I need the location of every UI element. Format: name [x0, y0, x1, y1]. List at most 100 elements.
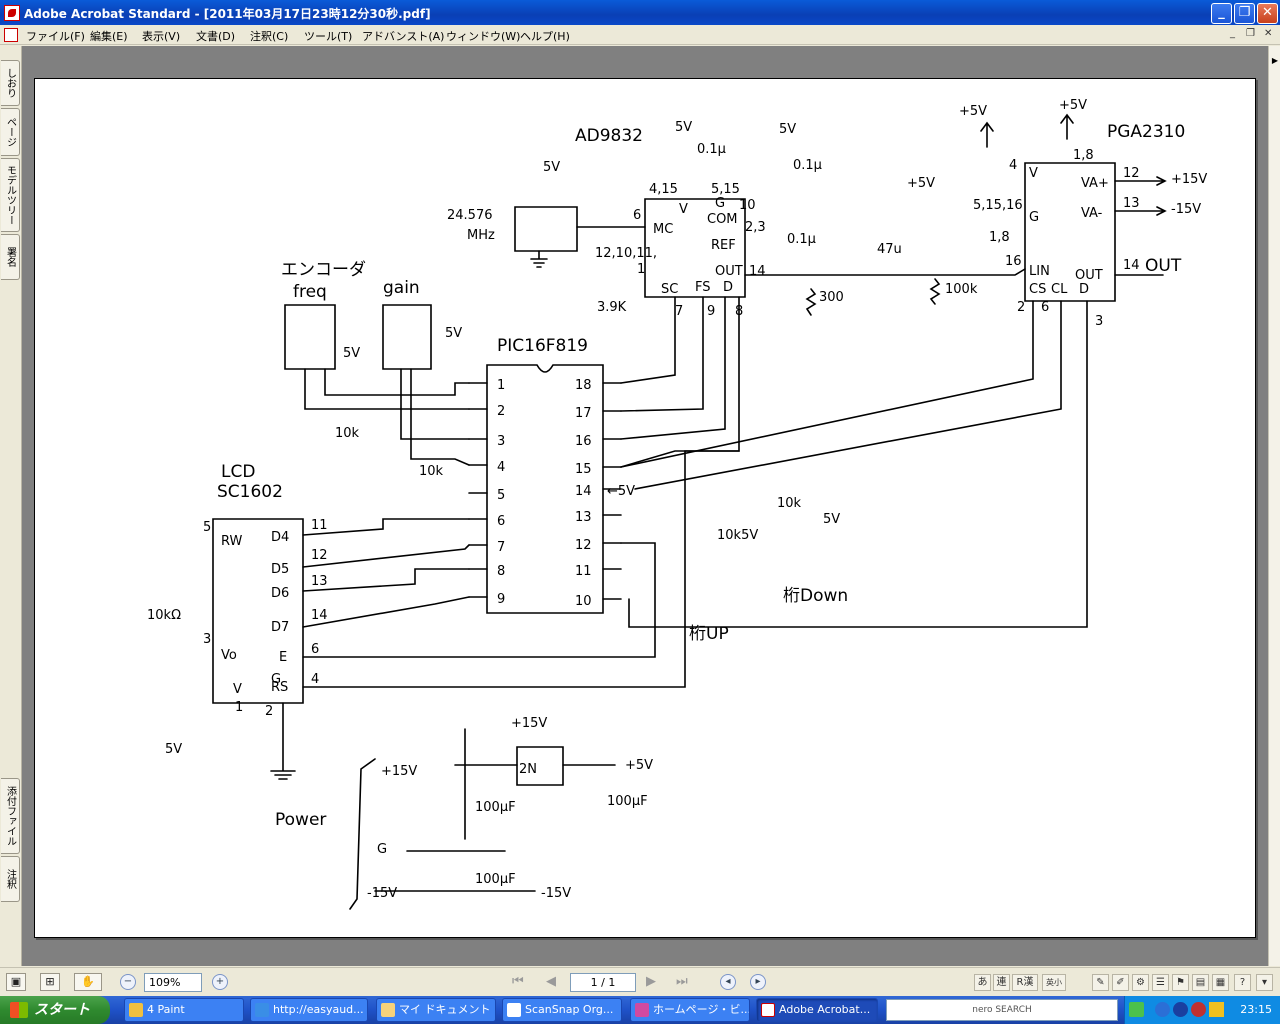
lcd-pin-number: 14 [311, 608, 328, 623]
nero-search-box[interactable]: nero SEARCH [886, 999, 1118, 1021]
menu-file[interactable]: ファイル(F) [26, 30, 85, 43]
power-plus15-label: +15V [381, 764, 417, 779]
go-arrow-icon[interactable] [1129, 1002, 1144, 1017]
zoom-out-icon[interactable]: − [120, 974, 136, 990]
tab-model-tree[interactable]: モデルツリー [1, 158, 20, 232]
freq-label: freq [293, 282, 327, 302]
lcd-pin: G [271, 672, 281, 687]
lcd-pin-number: 1 [235, 700, 243, 715]
taskbar-item-scansnap[interactable]: ScanSnap Org... [502, 998, 622, 1022]
pga-pin-number: 5,15,16 [973, 198, 1023, 213]
taskbar-item-homepage[interactable]: ホームページ・ビ... [630, 998, 750, 1022]
ime-menu-icon[interactable]: ▾ [1256, 974, 1273, 991]
res-300-label: 300 [819, 290, 844, 305]
page-number-field[interactable]: 1 / 1 [570, 973, 636, 992]
menu-comments[interactable]: 注釈(C) [250, 30, 289, 43]
ime-pad-icon[interactable]: ✎ [1092, 974, 1109, 991]
next-view-icon[interactable]: ▸ [750, 974, 766, 990]
pic-pin-number: 17 [575, 406, 592, 421]
pic-pin-number: 14 [575, 484, 592, 499]
document-viewport[interactable]: AD9832 PGA2310 PIC16F819 LCD SC1602 24.5… [22, 46, 1268, 966]
clock[interactable]: 23:15 [1240, 1003, 1272, 1016]
ad9832-label: AD9832 [575, 126, 643, 146]
taskbar-item-label: ScanSnap Org... [525, 1003, 614, 1016]
zoom-field[interactable]: 109% [144, 973, 202, 992]
pdf-page[interactable]: AD9832 PGA2310 PIC16F819 LCD SC1602 24.5… [34, 78, 1256, 938]
pga-pin-number: 16 [1005, 254, 1022, 269]
next-page-icon[interactable]: ▶ [646, 974, 656, 989]
taskbar-item-paint[interactable]: 4 Paint [124, 998, 244, 1022]
tab-attachments[interactable]: 添付ファイル [1, 778, 20, 854]
fit-page-icon[interactable]: ⊞ [40, 973, 60, 991]
ad-pin-number: 6 [633, 208, 641, 223]
start-button[interactable]: スタート [0, 996, 110, 1024]
ad-pin: COM [707, 212, 738, 227]
first-page-icon[interactable]: ⏮ [512, 974, 524, 989]
tab-signatures[interactable]: 署名 [1, 234, 20, 280]
warning-icon[interactable] [1209, 1002, 1224, 1017]
lcd-pin: Vo [221, 648, 237, 663]
scroll-right-arrow[interactable]: ▶ [1271, 56, 1279, 65]
zoom-in-icon[interactable]: + [212, 974, 228, 990]
minimize-button[interactable]: _ [1211, 3, 1232, 24]
title-bar[interactable]: Adobe Acrobat Standard - [2011年03月17日23時… [0, 0, 1280, 25]
menu-advanced[interactable]: アドバンスト(A) [362, 30, 445, 43]
digit-down-label: 桁Down [783, 586, 848, 606]
pga2310-label: PGA2310 [1107, 122, 1185, 142]
pga-pin: LIN [1029, 264, 1050, 279]
last-page-icon[interactable]: ⏭ [676, 974, 688, 989]
document-icon[interactable] [4, 28, 18, 42]
menu-document[interactable]: 文書(D) [196, 30, 236, 43]
tab-pages[interactable]: ページ [1, 108, 20, 156]
vertical-scrollbar[interactable]: ▶ [1268, 46, 1280, 966]
taskbar-item-acrobat[interactable]: Adobe Acrobat... [756, 998, 878, 1022]
ime-kanji[interactable]: R漢 [1012, 974, 1038, 991]
close-button[interactable]: ✕ [1257, 3, 1278, 24]
tab-bookmarks[interactable]: しおり [1, 60, 20, 106]
taskbar-item-browser[interactable]: http://easyaud... [250, 998, 368, 1022]
page-layout-icon[interactable]: ▣ [6, 973, 26, 991]
ime-help-icon[interactable]: ? [1234, 974, 1251, 991]
ad-pin: G [715, 196, 725, 211]
pga-pin-number: 6 [1041, 300, 1049, 315]
doc-minimize-button[interactable]: _ [1230, 28, 1235, 39]
ime-dict-icon[interactable]: ☰ [1152, 974, 1169, 991]
pga-pin: VA+ [1081, 176, 1109, 191]
ime-tool-icon[interactable]: ✐ [1112, 974, 1129, 991]
menu-edit[interactable]: 編集(E) [90, 30, 128, 43]
pic-pin-number: 4 [497, 460, 505, 475]
tab-comments[interactable]: 注釈 [1, 856, 20, 902]
ime-mode[interactable]: 英小 [1042, 974, 1066, 991]
schematic-wires [212, 113, 1167, 910]
menu-window[interactable]: ウィンドウ(W) [446, 30, 521, 43]
ad-pin-number: 8 [735, 304, 743, 319]
previous-view-icon[interactable]: ◂ [720, 974, 736, 990]
ime-layout-icon[interactable]: ▦ [1212, 974, 1229, 991]
ime-hiragana[interactable]: あ [974, 974, 991, 991]
taskbar-item-my-documents[interactable]: マイ ドキュメント [376, 998, 496, 1022]
lcd-pin-number: 2 [265, 704, 273, 719]
previous-page-icon[interactable]: ◀ [546, 974, 556, 989]
doc-close-button[interactable]: ✕ [1264, 28, 1273, 39]
update-icon[interactable] [1191, 1002, 1206, 1017]
ime-settings-icon[interactable]: ⚙ [1132, 974, 1149, 991]
back-arrow-icon[interactable] [1155, 1002, 1170, 1017]
system-tray: 23:15 [1124, 996, 1280, 1024]
hand-tool-icon[interactable]: ✋ [74, 973, 102, 991]
taskbar-item-label: マイ ドキュメント [399, 1003, 491, 1016]
ad-pin: MC [653, 222, 673, 237]
taskbar-item-label: 4 Paint [147, 1003, 185, 1016]
restore-button[interactable]: ❐ [1234, 3, 1255, 24]
security-icon[interactable] [1173, 1002, 1188, 1017]
acrobat-icon [761, 1003, 775, 1017]
menu-view[interactable]: 表示(V) [142, 30, 181, 43]
res-10k-c-label: 10k [777, 496, 802, 511]
ime-flag-icon[interactable]: ⚑ [1172, 974, 1189, 991]
acrobat-app-icon[interactable] [4, 5, 20, 21]
doc-restore-button[interactable]: ❐ [1246, 28, 1255, 39]
ime-conversion[interactable]: 連 [993, 974, 1010, 991]
pga-pin: VA- [1081, 206, 1103, 221]
menu-tools[interactable]: ツール(T) [304, 30, 353, 43]
ime-book-icon[interactable]: ▤ [1192, 974, 1209, 991]
menu-help[interactable]: ヘルプ(H) [520, 30, 570, 43]
